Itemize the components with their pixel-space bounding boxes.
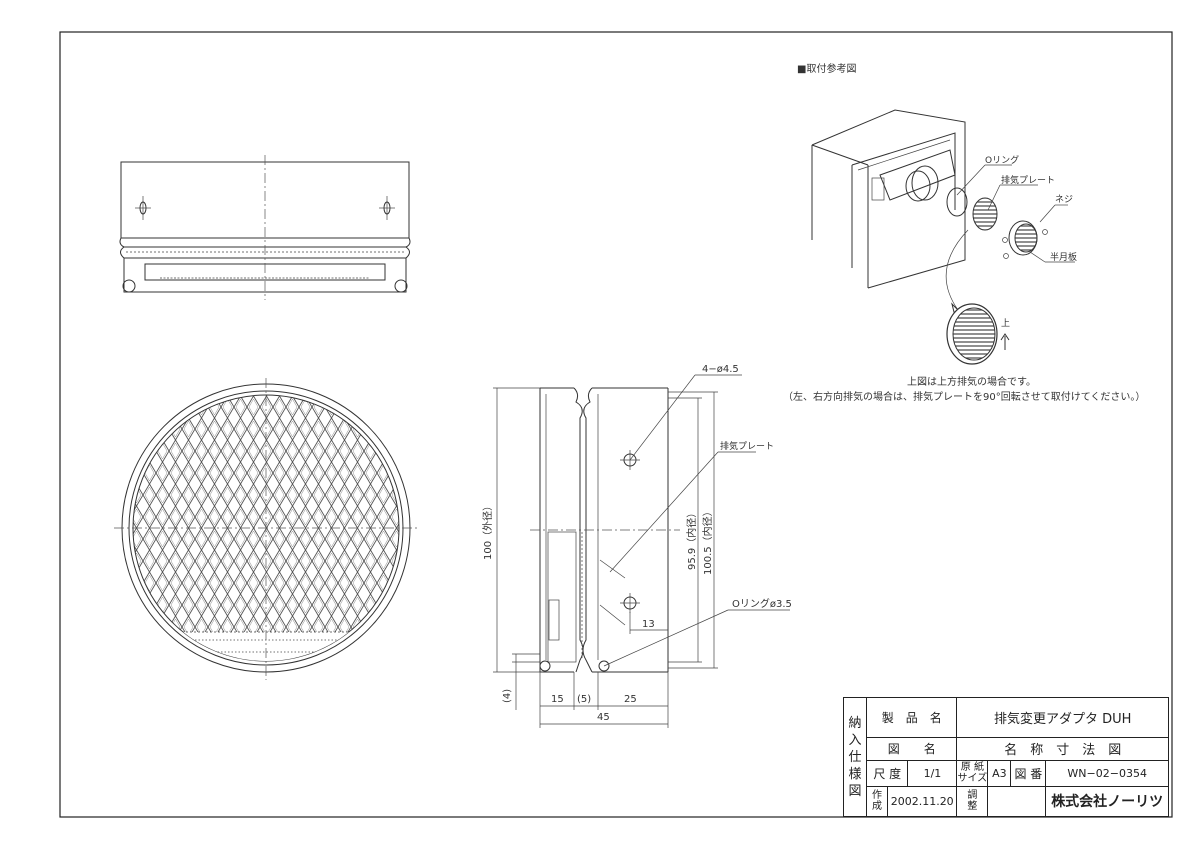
drawing-no: WN−02−0354: [1045, 759, 1169, 787]
dimension-lines: [493, 374, 790, 728]
side-char: 様: [848, 766, 862, 782]
label-half-moon-plate: 半月板: [1050, 251, 1077, 263]
install-reference-illustration: [811, 109, 1075, 365]
install-note-line1: 上図は上方排気の場合です。: [907, 375, 1036, 388]
dim-5: (5): [577, 694, 591, 705]
label-up: 上: [1001, 318, 1010, 329]
product-name: 排気変更アダプタ DUH: [956, 696, 1169, 739]
dim-45: 45: [597, 712, 610, 723]
side-char: 納: [848, 715, 862, 731]
dim-outer: 100（外径）: [481, 501, 494, 560]
checked-value: [987, 785, 1047, 818]
drawing-name-label: 図 名: [865, 737, 958, 761]
scale-label: 尺 度: [865, 759, 909, 787]
side-char: 仕: [848, 749, 862, 765]
created-date: 2002.11.20: [886, 785, 958, 818]
label-screw: ネジ: [1055, 194, 1073, 205]
install-heading: ■取付参考図: [797, 62, 856, 75]
dim-holes: 4−ø4.5: [702, 364, 739, 375]
label-exhaust-plate: 排気プレート: [1001, 174, 1055, 186]
dim-plate: 排気プレート: [720, 440, 774, 452]
install-note-line2: （左、右方向排気の場合は、排気プレートを90°回転させて取付けてください。）: [783, 390, 1145, 403]
dim-inner1: 95.9（内径）: [685, 508, 698, 570]
dim-4: (4): [502, 689, 513, 703]
scale-value: 1/1: [907, 759, 958, 787]
checked-label: 調 整: [956, 785, 989, 818]
top-view: [119, 155, 411, 300]
drawing-no-label: 図 番: [1010, 759, 1047, 787]
front-view-circle: [114, 378, 418, 680]
paper-size-value: A3: [987, 759, 1012, 787]
drawing-name: 名 称 寸 法 図: [956, 737, 1169, 761]
side-label: 納 入 仕 様 図: [843, 697, 867, 817]
side-section-view: [530, 387, 680, 673]
dim-13: 13: [642, 619, 655, 630]
company-name: 株式会社ノーリツ: [1045, 785, 1169, 818]
product-name-label: 製 品 名: [865, 696, 958, 739]
dim-15: 15: [551, 694, 564, 705]
sheet-border: [59, 31, 1173, 818]
side-char: 図: [848, 783, 862, 799]
side-char: 入: [848, 732, 862, 748]
dim-25: 25: [624, 694, 637, 705]
paper-size-label: 原 紙 サイズ: [956, 759, 989, 787]
dim-inner2: 100.5（内径）: [701, 506, 714, 575]
created-label: 作 成: [866, 785, 888, 818]
title-block: 納 入 仕 様 図 製 品 名 排気変更アダプタ DUH 図 名 名 称 寸 法…: [843, 696, 1169, 818]
dim-oring: Oリングø3.5: [732, 597, 792, 610]
label-o-ring: Oリング: [985, 154, 1019, 166]
